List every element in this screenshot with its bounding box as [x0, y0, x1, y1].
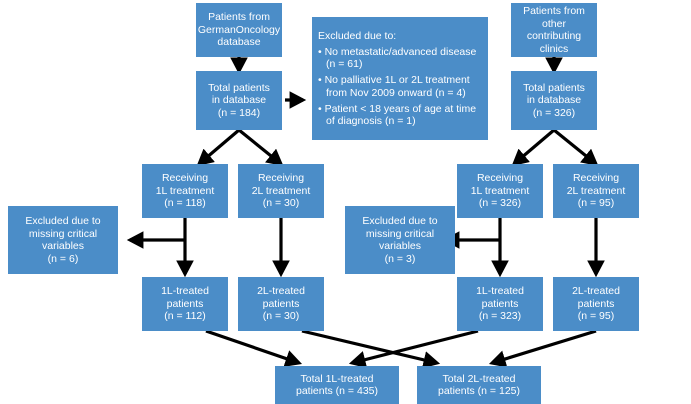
edge-right-2l-treated-to-total-2l — [488, 329, 597, 368]
edge-german-total-to-1l — [196, 128, 241, 167]
node-total-german: Total patients in database (n = 184) — [196, 71, 282, 130]
excluded-criteria-item: • No metastatic/advanced disease (n = 61… — [318, 45, 477, 71]
node-excluded-criteria: Excluded due to: • No metastatic/advance… — [312, 17, 488, 140]
node-treated-1l-german: 1L-treated patients (n = 112) — [142, 277, 228, 331]
edge-other-total-to-1l — [511, 128, 556, 167]
excluded-criteria-item: • Patient < 18 years of age at time of d… — [318, 102, 477, 128]
edge-right-1l-treated-to-total-1l — [348, 329, 479, 369]
node-receiving-2l-german: Receiving 2L treatment (n = 30) — [238, 164, 324, 218]
node-excluded-missing-german: Excluded due to missing critical variabl… — [8, 206, 118, 274]
excluded-criteria-item: • No palliative 1L or 2L treatment from … — [318, 74, 470, 99]
edge-other-total-to-2l — [552, 128, 599, 167]
node-total-1l: Total 1L-treated patients (n = 435) — [275, 366, 399, 404]
node-total-2l: Total 2L-treated patients (n = 125) — [417, 366, 541, 404]
node-receiving-1l-other: Receiving 1L treatment (n = 326) — [457, 164, 543, 218]
node-source-other: Patients from other contributing clinics — [511, 3, 597, 57]
node-total-other: Total patients in database (n = 326) — [511, 71, 597, 130]
node-receiving-1l-german: Receiving 1L treatment (n = 118) — [142, 164, 228, 218]
edge-left-1l-treated-to-total-1l — [205, 329, 303, 367]
node-treated-2l-german: 2L-treated patients (n = 30) — [238, 277, 324, 331]
node-treated-2l-other: 2L-treated patients (n = 95) — [553, 277, 639, 331]
edge-left-2l-treated-to-total-2l — [301, 329, 441, 369]
node-receiving-2l-other: Receiving 2L treatment (n = 95) — [553, 164, 639, 218]
node-excluded-missing-other: Excluded due to missing critical variabl… — [345, 206, 455, 274]
edge-german-total-to-2l — [237, 128, 284, 167]
node-source-german: Patients from GermanOncology database — [196, 3, 282, 57]
node-treated-1l-other: 1L-treated patients (n = 323) — [457, 277, 543, 331]
excluded-criteria-title: Excluded due to: — [318, 29, 397, 42]
